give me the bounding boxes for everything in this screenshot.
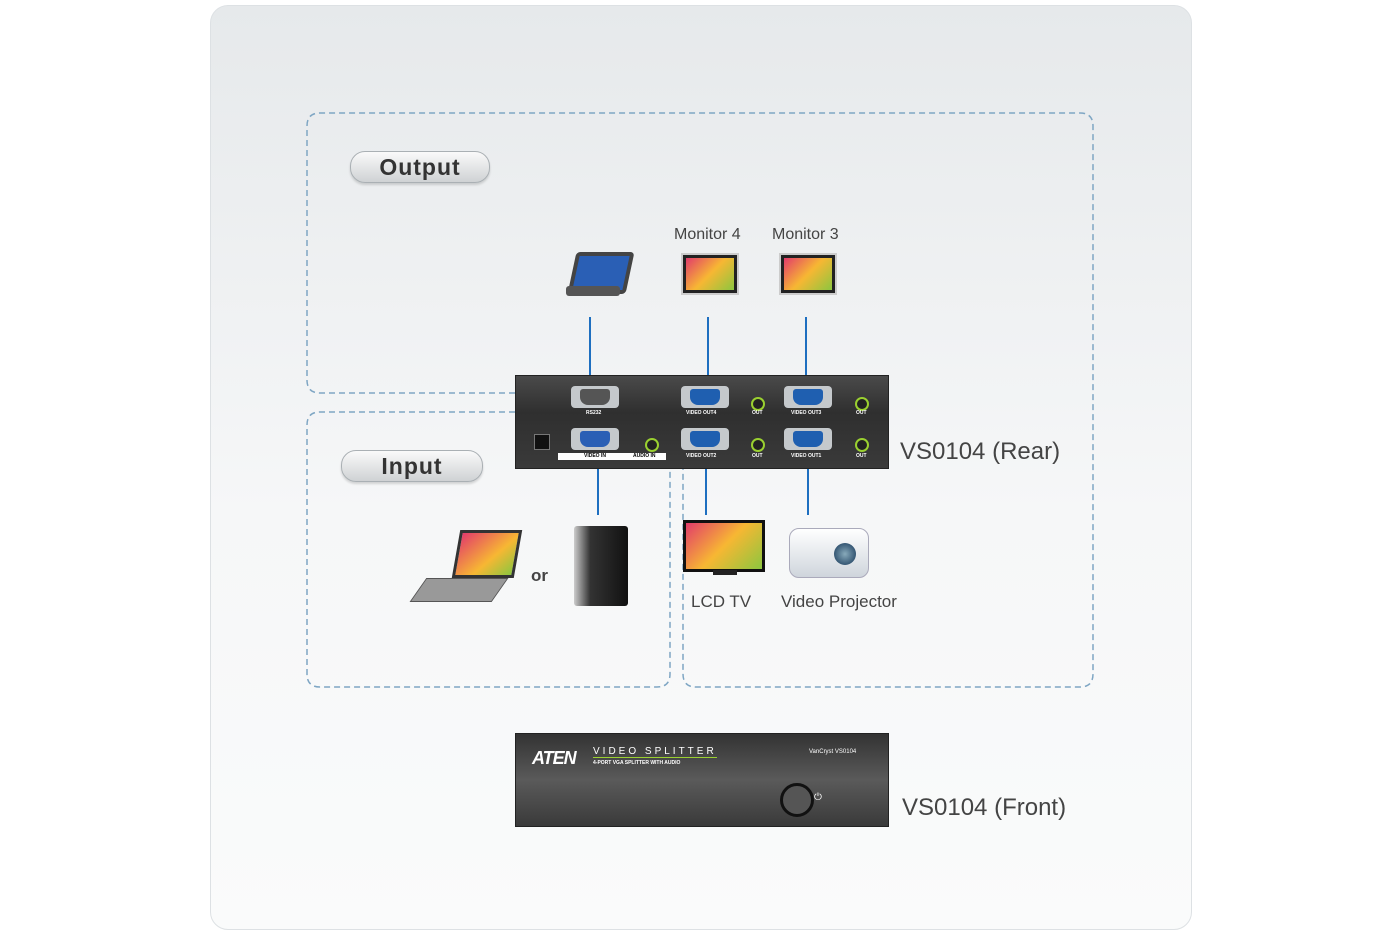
projector-icon: [789, 528, 869, 578]
rs232-label: RS232: [586, 410, 602, 416]
video-in-label: VIDEO IN: [584, 453, 606, 459]
video-out4-port: [681, 386, 729, 408]
output-region: [306, 112, 1094, 688]
audio-in-jack: [645, 438, 659, 452]
lcd-tv-icon: [683, 520, 765, 576]
monitor3-icon: [779, 253, 837, 295]
cable-lcd-tv: [705, 467, 707, 515]
monitor4-icon: [681, 253, 739, 295]
product-name: VIDEO SPLITTER: [593, 746, 717, 758]
video-in-port: [571, 428, 619, 450]
video-out3-port: [784, 386, 832, 408]
video-out4-label: VIDEO OUT4: [686, 410, 717, 416]
out-label: OUT: [752, 410, 763, 416]
rear-title: VS0104 (Rear): [900, 438, 1061, 465]
power-button[interactable]: [780, 783, 814, 817]
out-label: OUT: [752, 453, 763, 459]
monitor4-label: Monitor 4: [674, 226, 741, 243]
out-label: OUT: [856, 410, 867, 416]
out-label: OUT: [856, 453, 867, 459]
audio-in-label: AUDIO IN: [633, 453, 656, 459]
cable-monitor4: [707, 317, 709, 375]
monitor3-label: Monitor 3: [772, 226, 839, 243]
audio-out4-jack: [751, 397, 765, 411]
projector-label: Video Projector: [781, 592, 897, 611]
model-label: VanCryst VS0104: [809, 749, 857, 755]
output-label: Output: [350, 151, 490, 183]
cable-rs232: [589, 317, 591, 375]
aten-logo: ATEN: [532, 748, 577, 768]
laptop-icon: [409, 530, 523, 610]
touch-panel-icon: [566, 250, 635, 300]
video-out2-port: [681, 428, 729, 450]
input-label: Input: [341, 450, 483, 482]
video-out3-label: VIDEO OUT3: [791, 410, 822, 416]
product-subtitle: 4-PORT VGA SPLITTER WITH AUDIO: [593, 760, 681, 766]
vs0104-front-panel: ATEN VIDEO SPLITTER 4-PORT VGA SPLITTER …: [515, 733, 889, 827]
cable-monitor3: [805, 317, 807, 375]
video-out1-label: VIDEO OUT1: [791, 453, 822, 459]
input-region: [306, 411, 671, 688]
audio-out2-jack: [751, 438, 765, 452]
video-out1-port: [784, 428, 832, 450]
audio-out1-jack: [855, 438, 869, 452]
audio-out3-jack: [855, 397, 869, 411]
cable-input: [597, 467, 599, 515]
rs232-port: [571, 386, 619, 408]
power-jack: [534, 434, 550, 450]
desktop-pc-icon: [574, 526, 628, 606]
video-out2-label: VIDEO OUT2: [686, 453, 717, 459]
or-label: or: [531, 566, 548, 585]
vs0104-rear-panel: RS232 VIDEO OUT4 OUT VIDEO OUT3 OUT VIDE…: [515, 375, 889, 469]
power-icon: ⏻: [814, 792, 822, 803]
lcd-tv-label: LCD TV: [691, 592, 752, 611]
front-title: VS0104 (Front): [902, 794, 1067, 821]
cable-projector: [807, 467, 809, 515]
